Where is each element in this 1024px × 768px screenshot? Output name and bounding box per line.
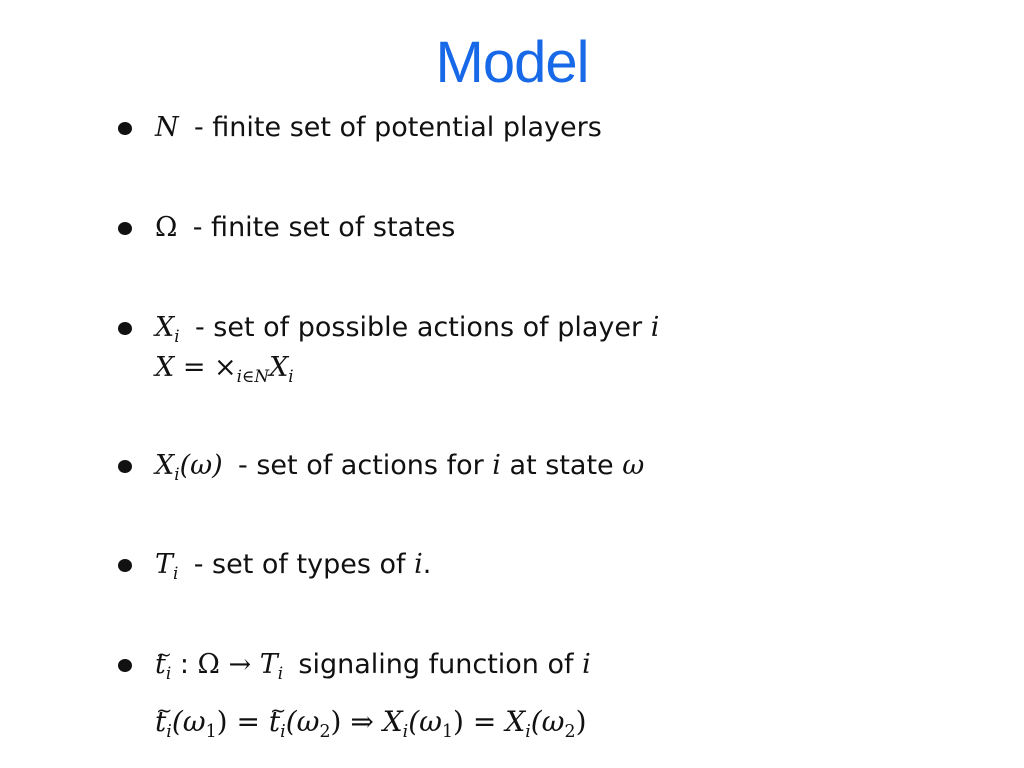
bullet-dot-icon [118, 559, 132, 572]
math-mid: i [492, 450, 501, 481]
bullet-dot-icon [118, 222, 132, 235]
bullet-product-line: X = ×i∈NXi [155, 348, 294, 396]
bullet-text: Ω - finite set of states [155, 208, 455, 248]
math-symbol: X [155, 450, 175, 481]
math-punct: . [422, 549, 432, 580]
math-subscript: i [288, 365, 294, 386]
formula-t: t [269, 691, 287, 742]
formula-implies: ⇒ [350, 705, 374, 738]
formula-omega-open: (ω [171, 705, 206, 738]
math-subscript: i [277, 662, 284, 683]
bullet-dot-icon [118, 322, 132, 335]
formula-sub-1: 1 [205, 722, 217, 743]
signaling-formula: ti(ω1) = ti(ω2) ⇒ Xi(ω1) = Xi(ω2) [155, 691, 587, 752]
formula-omega-open: (ω [408, 705, 442, 738]
formula-close: ) [330, 705, 342, 738]
bullet-description: signaling function of [298, 649, 574, 680]
bullet-text: N - finite set of potential players [155, 108, 602, 148]
math-equals: = [182, 352, 206, 383]
math-tail: ω [622, 450, 645, 481]
formula-t: t [155, 691, 173, 742]
formula-omega-open: (ω [285, 705, 320, 738]
formula-sub-i: i [525, 722, 531, 743]
formula-sub-2: 2 [564, 722, 576, 743]
bullet-description-2: at state [509, 450, 614, 481]
formula-sub-i: i [280, 722, 286, 743]
formula-equals: = [472, 705, 497, 738]
bullet-description: - finite set of potential players [193, 112, 602, 143]
formula-equals: = [236, 705, 260, 738]
math-argument: (ω) [179, 450, 223, 481]
slide-title: Model [435, 30, 590, 95]
bullet-text: ti : Ω → Ti signaling function of i [155, 635, 591, 693]
bullet-dot-icon [118, 122, 132, 135]
math-tail: i [414, 549, 423, 580]
math-rhs: X [269, 352, 289, 383]
bullet-text: Ti - set of types of i. [155, 545, 431, 593]
formula-sub-i: i [166, 722, 172, 743]
formula-close: ) [453, 705, 464, 738]
formula-sub-i: i [402, 722, 409, 743]
math-map: Ω → [197, 649, 260, 680]
math-map-symbol: T [259, 649, 278, 680]
math-symbol: T [155, 549, 174, 580]
math-tail: i [650, 312, 660, 343]
bullet-dot-icon [118, 659, 132, 672]
bullet-description: - finite set of states [192, 212, 456, 243]
formula-omega-open: (ω [530, 705, 565, 738]
math-symbol: Ω [155, 212, 178, 243]
bullet-dot-icon [118, 460, 132, 473]
formula-sub-2: 2 [319, 722, 331, 743]
math-subscript: i∈N [236, 365, 270, 386]
bullet-text: Xi - set of possible actions of player i [155, 308, 659, 356]
formula-X: X [382, 705, 403, 738]
formula-sub-1: 1 [441, 722, 454, 743]
bullet-description: - set of possible actions of player [194, 312, 643, 343]
bullet-description: - set of types of [193, 549, 406, 580]
math-colon: : [179, 649, 189, 680]
math-subscript: i [174, 325, 180, 346]
math-symbol: t [155, 635, 172, 685]
math-symbol: X [155, 312, 175, 343]
math-subscript: i [173, 562, 179, 583]
formula-close: ) [216, 705, 228, 738]
bullet-description: - set of actions for [238, 450, 484, 481]
math-lhs: X [155, 352, 175, 383]
math-times: × [214, 352, 237, 383]
formula-close: ) [575, 705, 587, 738]
math-tail: i [582, 649, 591, 680]
math-subscript: i [174, 463, 180, 484]
formula-X: X [505, 705, 526, 738]
math-symbol: N [155, 112, 179, 143]
bullet-text: Xi(ω) - set of actions for i at state ω [155, 446, 644, 494]
